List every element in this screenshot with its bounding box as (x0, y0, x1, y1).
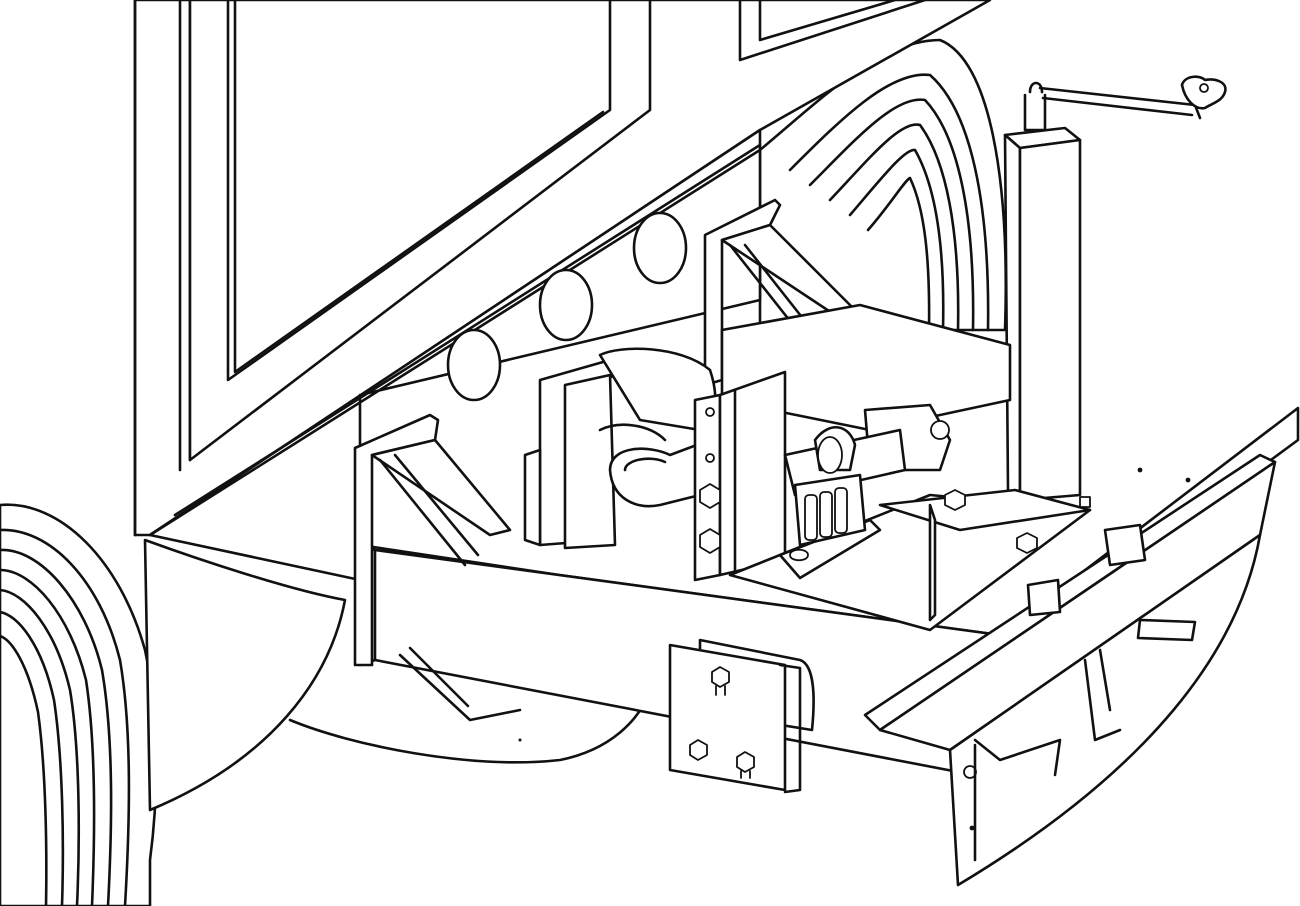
left-wheel (0, 503, 158, 906)
small-bolt (1079, 496, 1091, 508)
fender (143, 538, 652, 812)
trailer-body (133, 0, 992, 582)
left-gusset (353, 413, 512, 667)
breakaway-switch (778, 425, 882, 580)
jack-stand (1003, 75, 1227, 502)
front-plate (668, 643, 802, 794)
mount-plate (693, 370, 787, 582)
stray-dot (518, 738, 522, 742)
right-frame (863, 406, 1300, 887)
pintle-hook (523, 347, 722, 550)
